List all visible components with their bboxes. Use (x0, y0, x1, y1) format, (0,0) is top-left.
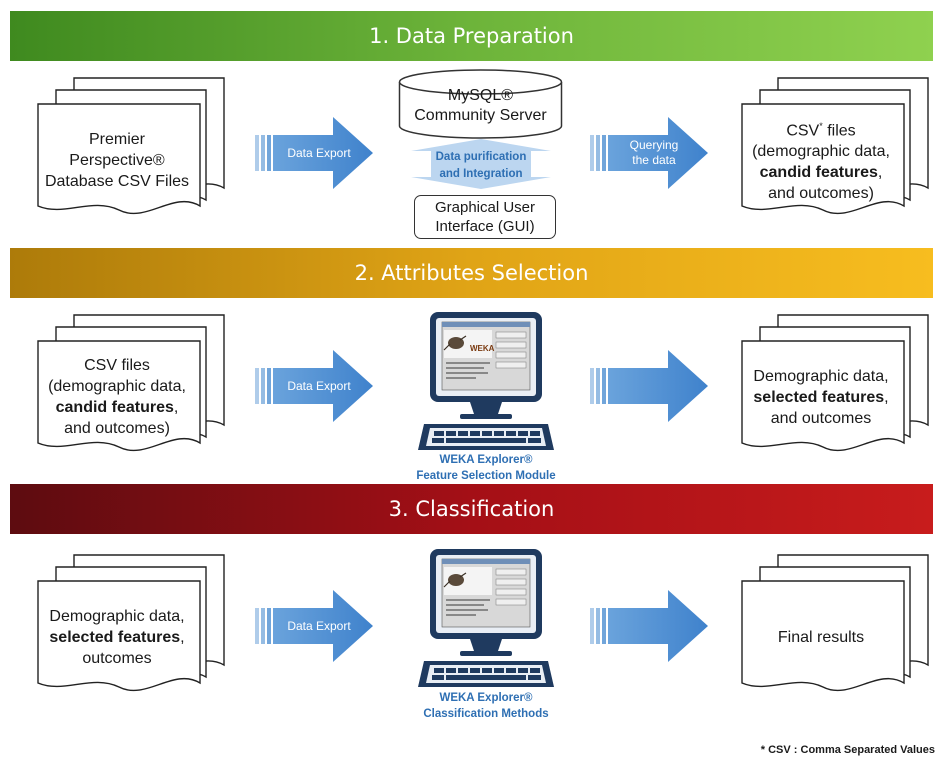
section-banner-attributes-selection: 2. Attributes Selection (10, 248, 933, 298)
weka-computer: WEKA (416, 310, 556, 452)
purification-line: and Integration (439, 168, 523, 180)
up-down-arrow-icon (411, 139, 551, 189)
doc-line: and outcomes) (64, 420, 170, 437)
gui-box: Graphical User Interface (GUI) (414, 195, 556, 239)
right-arrow-icon (590, 348, 710, 424)
document-text: Demographic data, selected features, out… (37, 593, 197, 681)
arrow-label: Data Export (287, 378, 351, 393)
doc-line: (demographic data, (48, 378, 186, 395)
query-line: the data (632, 153, 676, 167)
right-arrow-icon (590, 588, 710, 664)
arrow-label: Data Export (287, 618, 351, 633)
doc-line: CSV (786, 122, 820, 140)
server-line: MySQL® (447, 87, 514, 104)
doc-line: Premier (88, 130, 145, 148)
doc-line: , (884, 388, 889, 406)
doc-bold-text: selected features (49, 628, 181, 646)
gui-line: Graphical User (434, 199, 536, 216)
weka-logo: WEKA (470, 344, 495, 353)
query-line: Querying (629, 138, 679, 152)
computer-icon (416, 310, 556, 452)
output-arrow (590, 348, 710, 424)
section-banner-classification: 3. Classification (10, 484, 933, 534)
database-icon (398, 69, 563, 139)
computer-icon (416, 547, 556, 689)
output-arrow (590, 588, 710, 664)
doc-line: outcomes (82, 649, 152, 667)
footnote: * CSV : Comma Separated Values (760, 744, 935, 756)
weka-feature-selection-caption: WEKA Explorer® Feature Selection Module (386, 452, 586, 484)
doc-bold-text: candid features (759, 164, 878, 182)
document-text: Final results (741, 593, 901, 681)
final-results-document-stack: Final results (738, 553, 933, 693)
server-line: Community Server (414, 107, 547, 124)
caption-line: Feature Selection Module (416, 470, 556, 482)
output-document-stack: Demographic data, selected features, and… (738, 313, 933, 453)
document-text: CSV* files (demographic data, candid fea… (741, 116, 901, 204)
doc-bold-text: candid features (55, 399, 174, 416)
document-text: CSV files (demographic data, candid feat… (37, 353, 197, 441)
purification-line: Data purification (435, 151, 527, 163)
input-document-stack: Premier Perspective® Database CSV Files (34, 76, 229, 216)
weka-computer (416, 547, 556, 689)
doc-line: files (822, 122, 856, 140)
database-cylinder: MySQL® Community Server (398, 68, 563, 140)
arrow-label: Querying the data (604, 115, 704, 191)
database-label: MySQL® Community Server (398, 86, 563, 126)
document-text: Premier Perspective® Database CSV Files (37, 116, 197, 204)
doc-line: and outcomes (770, 409, 872, 427)
caption-line: WEKA Explorer® (439, 692, 533, 704)
doc-line: Demographic data, (753, 367, 889, 385)
purification-double-arrow: Data purification and Integration (411, 139, 551, 189)
caption-line: Classification Methods (423, 708, 549, 720)
doc-line: , (877, 164, 883, 182)
footnote-marker: * (819, 120, 823, 131)
input-document-stack: CSV files (demographic data, candid feat… (34, 313, 229, 453)
doc-line: CSV files (84, 357, 150, 374)
weka-classification-caption: WEKA Explorer® Classification Methods (386, 690, 586, 722)
document-text: Demographic data, selected features, and… (741, 353, 901, 441)
input-document-stack: Demographic data, selected features, out… (34, 553, 229, 693)
doc-line: and outcomes) (768, 185, 874, 203)
doc-bold-text: selected features (753, 388, 885, 406)
data-export-arrow: Data Export (255, 588, 375, 664)
doc-line: Perspective® (69, 151, 165, 169)
arrow-label: Data Export (287, 145, 351, 160)
purification-label: Data purification and Integration (411, 149, 551, 183)
doc-line: Database CSV Files (44, 172, 190, 190)
querying-arrow: Querying the data (590, 115, 710, 191)
data-export-arrow: Data Export (255, 348, 375, 424)
doc-line: (demographic data, (752, 143, 890, 161)
doc-line: Final results (777, 628, 865, 646)
doc-line: , (173, 399, 179, 416)
output-document-stack: CSV* files (demographic data, candid fea… (738, 76, 933, 216)
caption-line: WEKA Explorer® (439, 454, 533, 466)
gui-line: Interface (GUI) (435, 218, 535, 235)
doc-line: , (180, 628, 185, 646)
section-banner-data-preparation: 1. Data Preparation (10, 11, 933, 61)
data-export-arrow: Data Export (255, 115, 375, 191)
doc-line: Demographic data, (49, 607, 185, 625)
